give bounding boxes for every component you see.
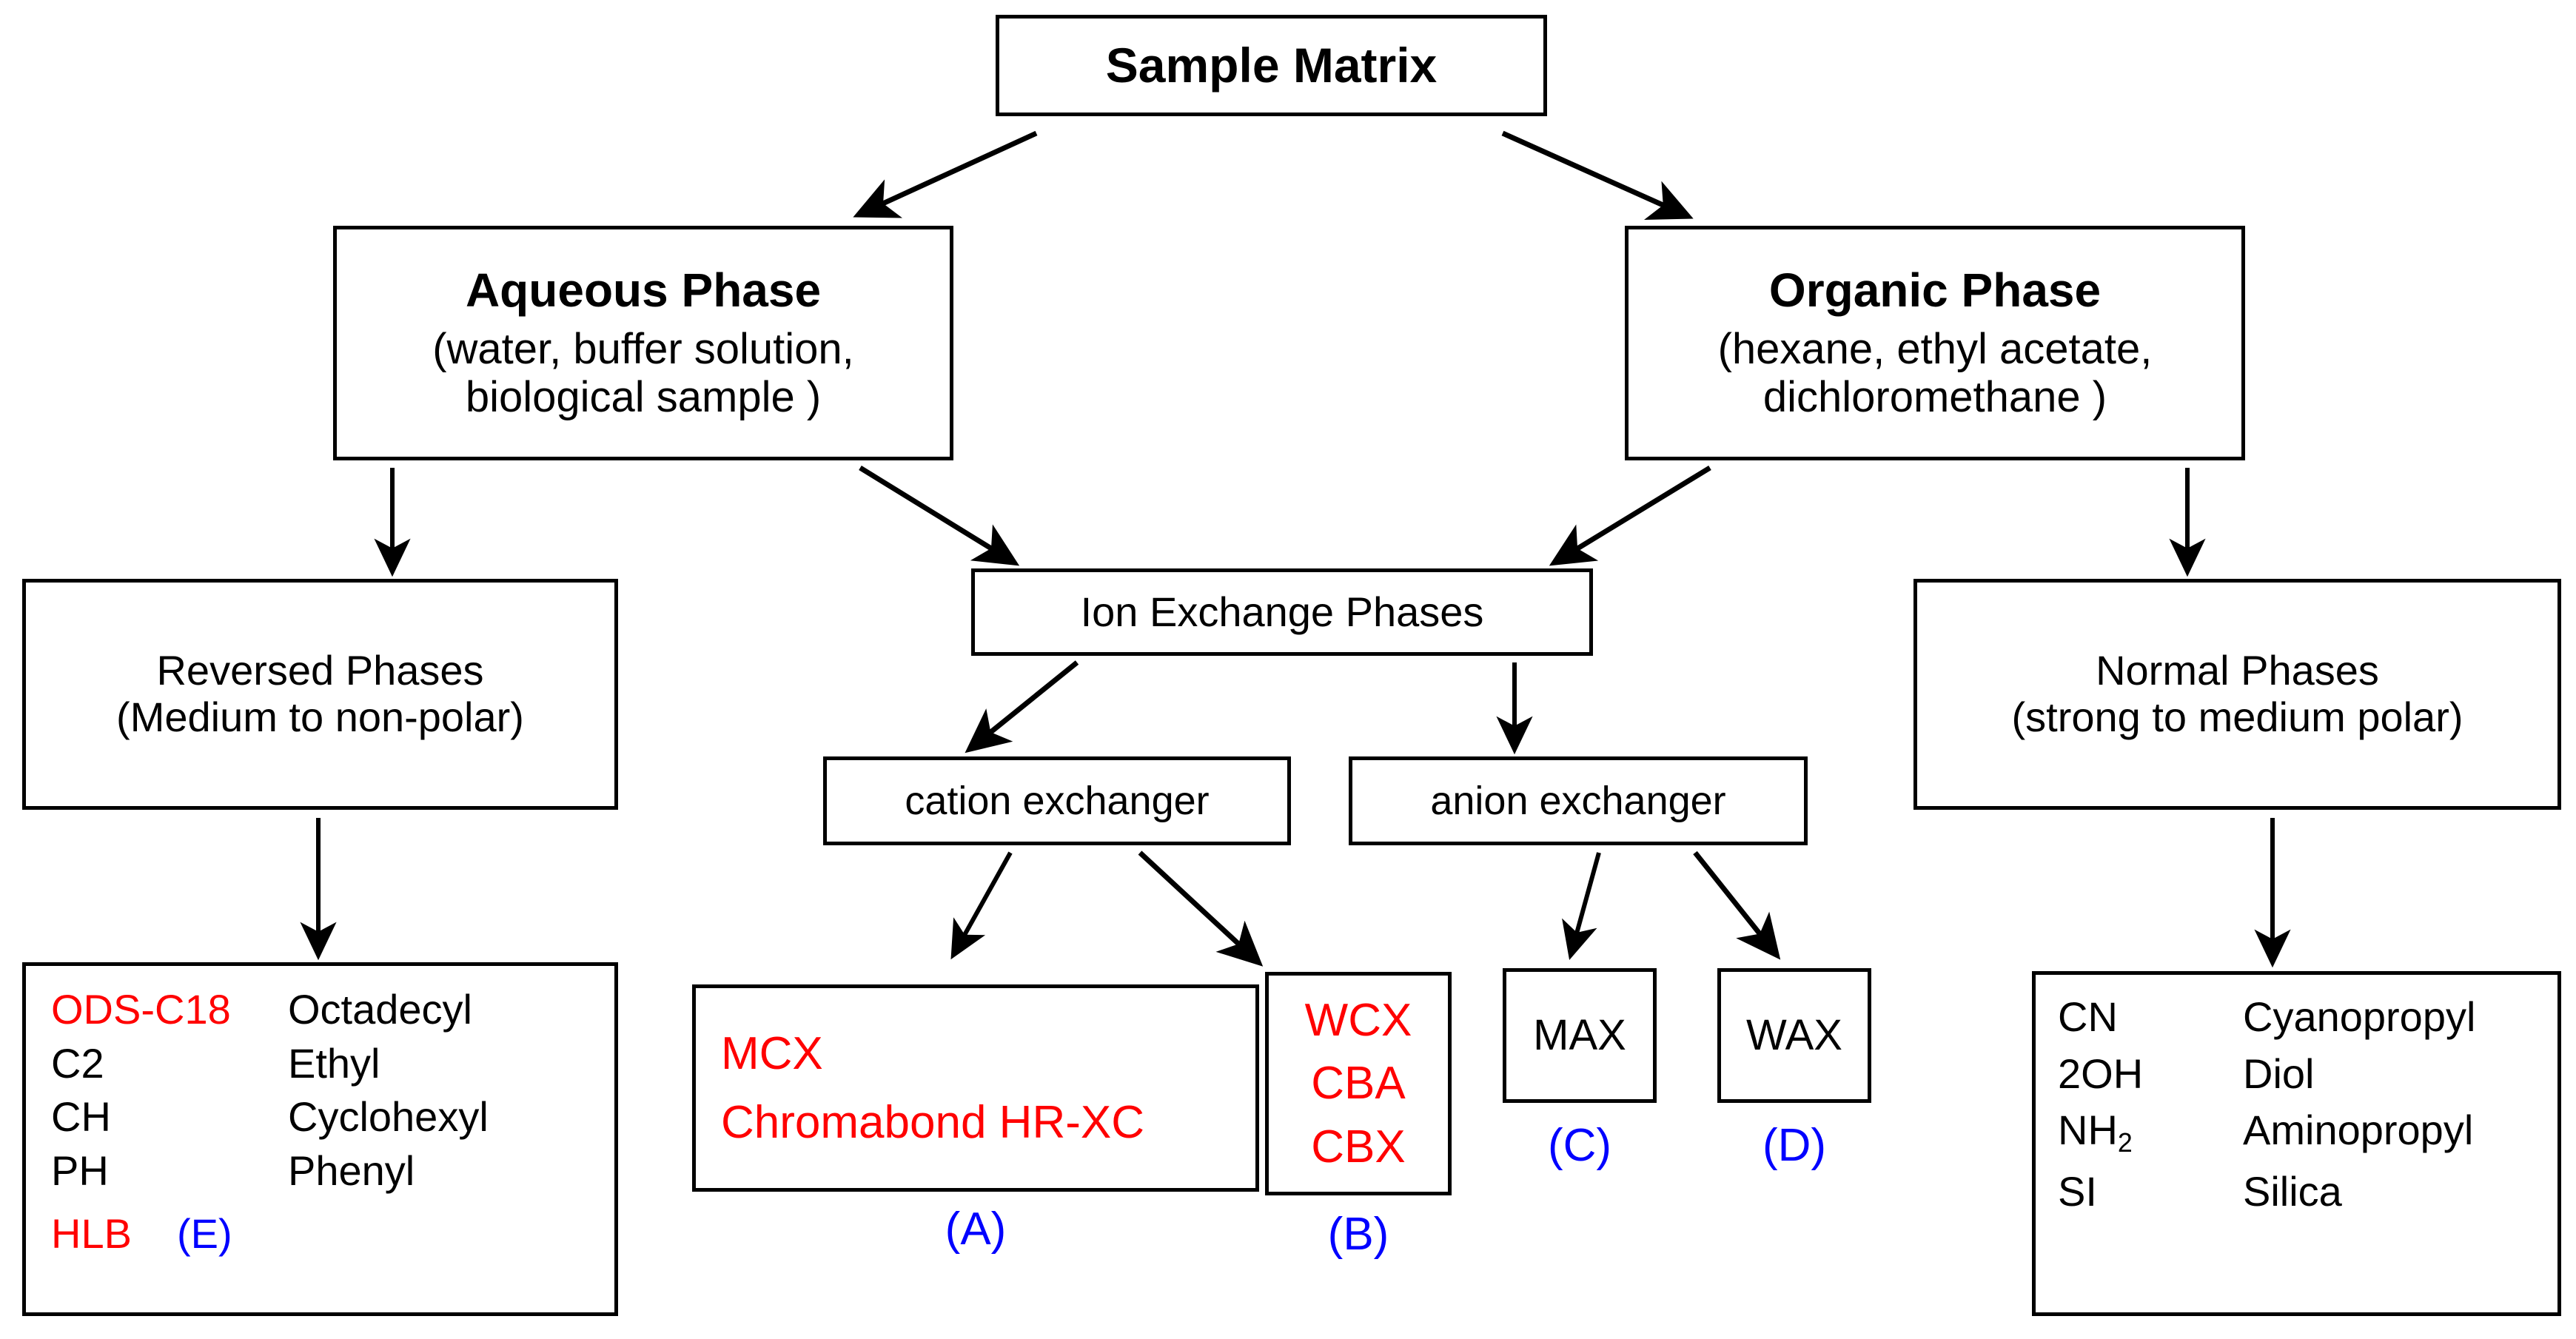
arrow-matrix-to-organic: [1501, 130, 1694, 221]
node-anion-exchanger[interactable]: anion exchanger: [1349, 756, 1808, 845]
list-item: HLB (E): [51, 1209, 614, 1258]
normal-code-2-subscript: 2: [2117, 1128, 2133, 1158]
normal-phase-sorbent-list[interactable]: CN Cyanopropyl 2OH Diol NH2 Aminopropyl …: [2032, 971, 2561, 1316]
list-item: C2 Ethyl: [51, 1039, 614, 1087]
arrow-matrix-to-aqueous: [853, 130, 1038, 218]
list-item: SI Silica: [2058, 1167, 2557, 1215]
reversed-name-0: Octadecyl: [288, 986, 472, 1033]
normal-name-0: Cyanopropyl: [2243, 993, 2476, 1040]
arrow-aqueous-to-ionexchange: [859, 466, 1020, 566]
node-ion-exchange-phases[interactable]: Ion Exchange Phases: [971, 568, 1593, 656]
normal-name-3: Silica: [2243, 1167, 2342, 1215]
panel-label-c: (C): [1547, 1120, 1612, 1171]
panel-label-d: (D): [1762, 1120, 1827, 1171]
wcx-label: WCX: [1304, 994, 1412, 1046]
organic-phase-sub-line1: (hexane, ethyl acetate,: [1717, 325, 2153, 374]
reversed-code-2: CH: [51, 1093, 111, 1141]
sample-matrix-title: Sample Matrix: [1105, 37, 1438, 93]
max-label: MAX: [1533, 1010, 1626, 1059]
cbx-label: CBX: [1311, 1121, 1406, 1172]
list-item: ODS-C18 Octadecyl: [51, 986, 614, 1033]
strong-cation-sorbent-box[interactable]: MCX Chromabond HR-XC: [692, 984, 1259, 1192]
aqueous-phase-title: Aqueous Phase: [465, 263, 822, 317]
node-normal-phases[interactable]: Normal Phases (strong to medium polar): [1913, 579, 2561, 810]
wax-label: WAX: [1746, 1010, 1842, 1059]
node-max-sorbent[interactable]: MAX: [1503, 968, 1657, 1103]
arrow-anion-to-wax: [1693, 850, 1781, 960]
reversed-name-1: Ethyl: [288, 1039, 380, 1087]
reversed-code-1: C2: [51, 1039, 104, 1087]
list-item: CH Cyclohexyl: [51, 1094, 614, 1141]
reversed-phase-sorbent-list[interactable]: ODS-C18 Octadecyl C2 Ethyl CH Cyclohexyl…: [22, 962, 618, 1316]
list-item: NH2 Aminopropyl: [2058, 1107, 2557, 1158]
reversed-name-3: Phenyl: [288, 1147, 415, 1195]
normal-code-1: 2OH: [2058, 1050, 2144, 1097]
arrow-organic-to-ionexchange: [1549, 466, 1711, 566]
anion-exchanger-title: anion exchanger: [1430, 778, 1726, 823]
mcx-label: MCX: [721, 1027, 823, 1079]
arrow-anion-to-max: [1562, 852, 1601, 960]
normal-name-2: Aminopropyl: [2243, 1107, 2474, 1154]
reversed-code-0: ODS-C18: [51, 986, 231, 1033]
node-cation-exchanger[interactable]: cation exchanger: [823, 756, 1291, 845]
chromabond-label: Chromabond HR-XC: [721, 1097, 1144, 1148]
node-reversed-phases[interactable]: Reversed Phases (Medium to non-polar): [22, 579, 618, 810]
panel-label-b: (B): [1327, 1209, 1389, 1260]
normal-code-3: SI: [2058, 1167, 2097, 1215]
list-item: 2OH Diol: [2058, 1050, 2557, 1098]
normal-code-0: CN: [2058, 993, 2118, 1040]
reversed-code-3: PH: [51, 1147, 109, 1195]
normal-phases-sub: (strong to medium polar): [2011, 694, 2463, 740]
organic-phase-title: Organic Phase: [1768, 263, 2102, 317]
node-aqueous-phase[interactable]: Aqueous Phase (water, buffer solution, b…: [333, 226, 953, 460]
arrow-cation-to-wcx: [1138, 850, 1264, 967]
arrow-cation-to-mcx: [950, 851, 1013, 960]
node-organic-phase[interactable]: Organic Phase (hexane, ethyl acetate, di…: [1625, 226, 2245, 460]
node-wax-sorbent[interactable]: WAX: [1717, 968, 1871, 1103]
reversed-code-4: HLB: [51, 1209, 132, 1257]
node-sample-matrix[interactable]: Sample Matrix: [996, 15, 1547, 116]
reversed-phases-title: Reversed Phases: [156, 647, 484, 694]
organic-phase-sub-line2: dichloromethane ): [1762, 373, 2107, 422]
normal-name-1: Diol: [2243, 1050, 2315, 1097]
panel-label-a: (A): [945, 1204, 1007, 1255]
list-item: PH Phenyl: [51, 1147, 614, 1195]
reversed-name-4: (E): [177, 1209, 232, 1257]
ion-exchange-title: Ion Exchange Phases: [1080, 588, 1484, 635]
reversed-phases-sub: (Medium to non-polar): [116, 694, 524, 740]
aqueous-phase-sub-line1: (water, buffer solution,: [432, 325, 854, 374]
weak-cation-sorbent-box[interactable]: WCX CBA CBX: [1265, 972, 1452, 1195]
normal-phases-title: Normal Phases: [2096, 647, 2379, 694]
reversed-name-2: Cyclohexyl: [288, 1093, 489, 1141]
aqueous-phase-sub-line2: biological sample ): [465, 373, 822, 422]
cba-label: CBA: [1311, 1058, 1406, 1110]
cation-exchanger-title: cation exchanger: [905, 778, 1210, 823]
normal-code-2: NH2: [2058, 1107, 2243, 1158]
arrow-ionexchange-to-cation: [965, 660, 1079, 754]
normal-code-2-text: NH: [2058, 1107, 2118, 1154]
list-item: CN Cyanopropyl: [2058, 993, 2557, 1041]
